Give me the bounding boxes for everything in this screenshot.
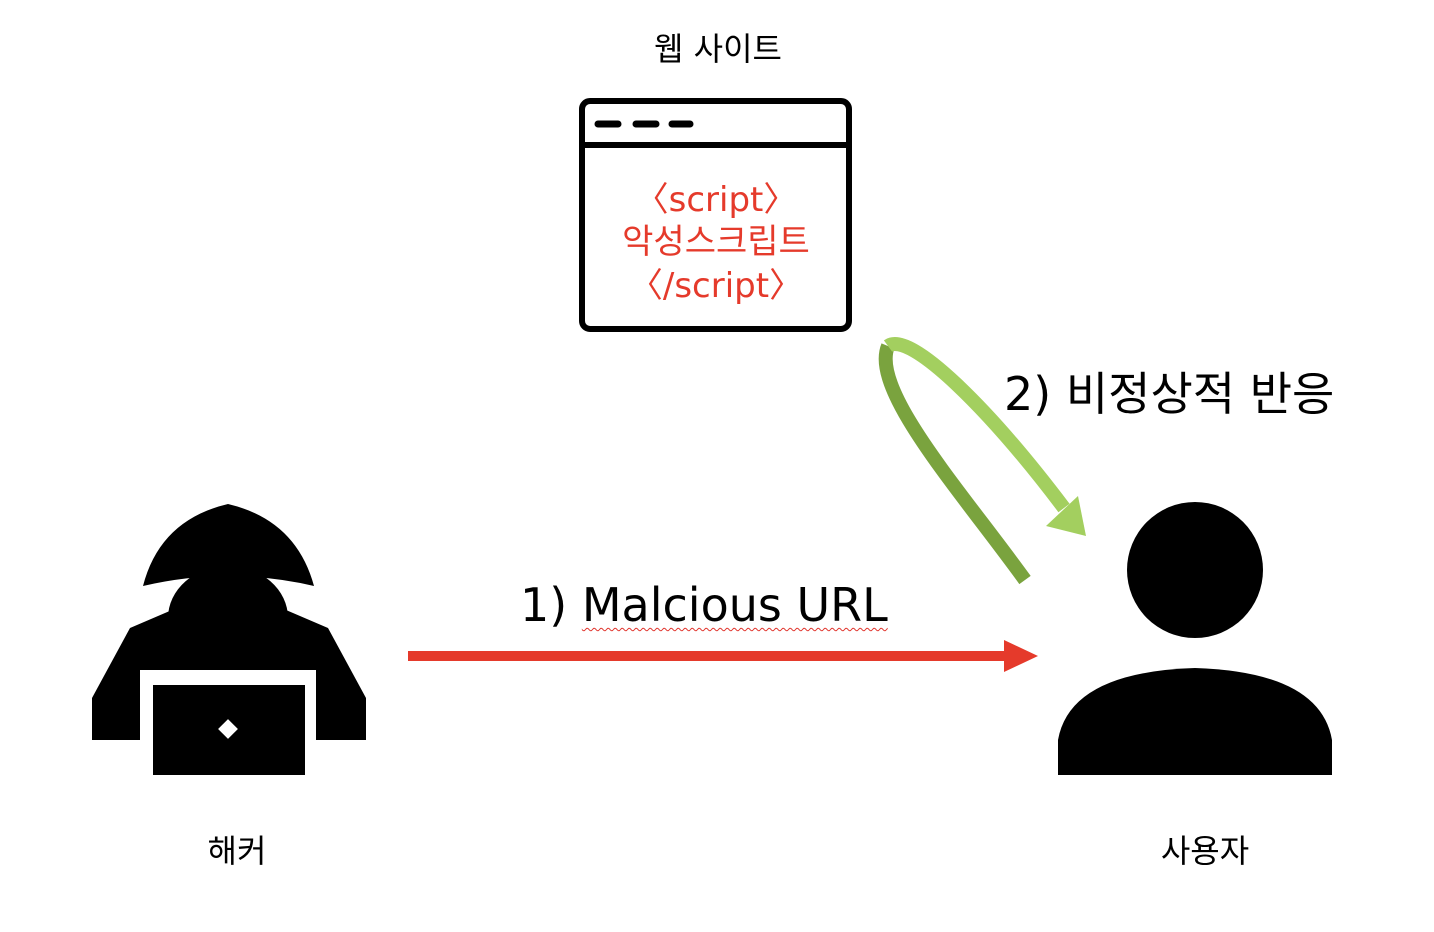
- step1-text: Malcious URL: [581, 578, 888, 632]
- malicious-script-text: 악성스크립트: [622, 222, 810, 262]
- hacker-icon: [92, 504, 366, 782]
- step1-label: 1) Malcious URL: [520, 578, 888, 632]
- step1-number: 1): [520, 578, 568, 632]
- script-open-tag: 〈script〉: [634, 180, 798, 220]
- user-label: 사용자: [1160, 832, 1250, 870]
- step2-label: 2) 비정상적 반응: [1004, 367, 1335, 421]
- script-close-tag: 〈/script〉: [628, 266, 804, 306]
- browser-window-icon: [579, 98, 852, 332]
- hacker-label: 해커: [207, 832, 267, 870]
- website-title: 웹 사이트: [654, 30, 782, 68]
- user-icon: [1058, 502, 1332, 775]
- abnormal-response-arrow: [878, 337, 1086, 585]
- malicious-url-arrow: [408, 640, 1038, 672]
